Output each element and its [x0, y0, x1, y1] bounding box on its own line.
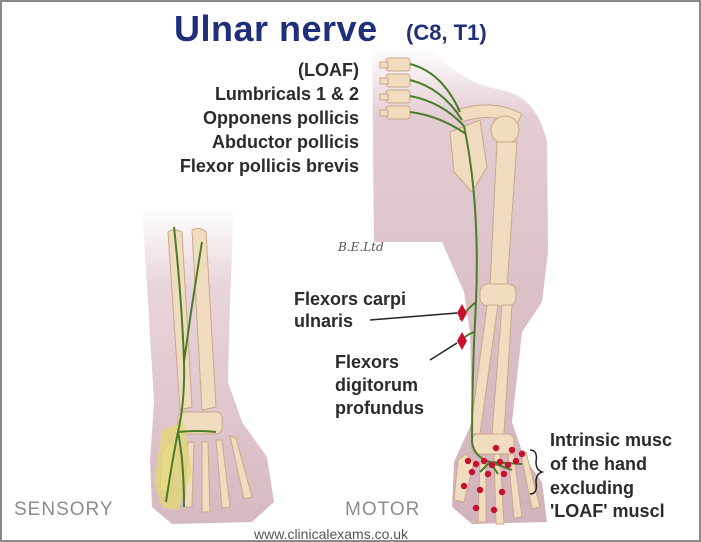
loaf-line-abductor: Abductor pollicis: [212, 132, 359, 153]
loaf-line-lumbricals: Lumbricals 1 & 2: [215, 84, 359, 105]
fdp-leader-line: [430, 343, 457, 360]
fcu-label-line-1: Flexors carpi: [294, 289, 406, 310]
intrinsic-label-line-1: Intrinsic musc: [550, 430, 672, 451]
loaf-line-flexor: Flexor pollicis brevis: [180, 156, 359, 177]
fdp-label-line-3: profundus: [335, 398, 424, 419]
loaf-line-opponens: Opponens pollicis: [203, 108, 359, 129]
diagram-title: Ulnar nerve: [174, 8, 378, 50]
fcu-leader-line: [370, 313, 457, 320]
fdp-label-line-2: digitorum: [335, 375, 418, 396]
sensory-panel-label: SENSORY: [14, 499, 114, 521]
fcu-label-line-2: ulnaris: [294, 311, 353, 332]
nerve-roots: (C8, T1): [406, 20, 487, 46]
motor-panel-label: MOTOR: [345, 499, 420, 521]
watermark: B.E.Ltd: [338, 240, 384, 254]
fdp-label-line-1: Flexors: [335, 352, 399, 373]
intrinsic-label-line-4: 'LOAF' muscl: [550, 501, 665, 522]
loaf-heading: (LOAF): [298, 60, 359, 81]
fdp-muscle-marker: [457, 332, 467, 350]
intrinsic-label-line-3: excluding: [550, 478, 634, 499]
source-website: www.clinicalexams.co.uk: [254, 526, 408, 542]
intrinsic-label-line-2: of the hand: [550, 454, 647, 475]
fcu-muscle-marker: [457, 304, 467, 322]
